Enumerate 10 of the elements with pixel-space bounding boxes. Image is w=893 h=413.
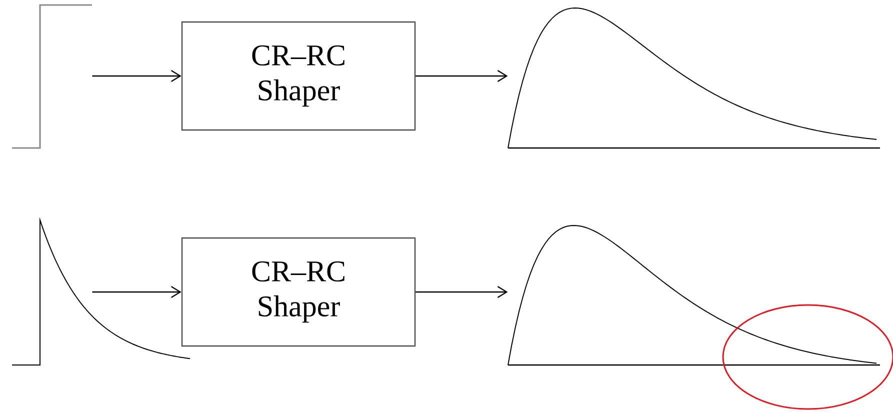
waveform-drawing	[508, 224, 880, 366]
shaper-box: CR–RC Shaper	[181, 21, 416, 131]
arrow	[416, 70, 508, 82]
waveform-drawing	[508, 8, 880, 149]
shaper-box: CR–RC Shaper	[181, 237, 416, 347]
arrow	[92, 286, 182, 298]
arrow	[92, 70, 182, 82]
arrow	[416, 286, 508, 298]
waveform-drawing	[12, 4, 92, 149]
waveform-drawing	[12, 216, 190, 366]
